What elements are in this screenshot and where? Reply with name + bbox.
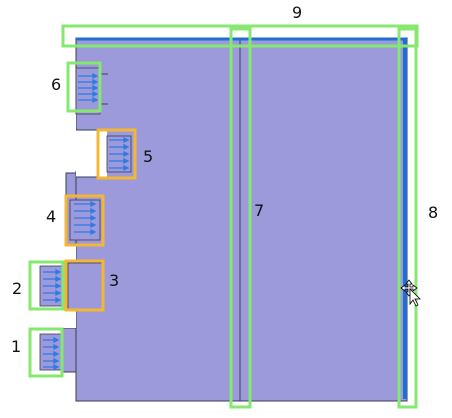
selection-box-6[interactable] [66,61,102,113]
selection-box-7[interactable] [229,27,252,409]
label-7: 7 [254,201,265,220]
face-4[interactable] [69,199,101,241]
arrows-4 [74,200,97,236]
label-9: 9 [292,3,303,22]
label-6: 6 [51,75,62,94]
label-8: 8 [428,203,439,222]
label-3: 3 [109,271,120,290]
selection-box-2[interactable] [28,260,65,311]
arrows-1 [43,336,60,371]
arrows-6 [78,72,99,104]
notch-left-lower [60,311,76,328]
label-4: 4 [46,207,57,226]
arrows-5 [109,136,130,172]
body-main-rect [75,37,408,402]
protrusion-6[interactable] [75,67,101,115]
selection-box-5[interactable] [96,128,137,180]
arrows-2 [43,268,62,304]
notch-5-fill [103,130,107,177]
label-2: 2 [12,279,23,298]
label-5: 5 [143,147,154,166]
label-1: 1 [11,337,22,356]
selection-box-3[interactable] [64,259,105,312]
selection-box-4[interactable] [64,194,105,247]
selection-box-1[interactable] [28,327,64,378]
notch-left-upper [60,114,76,171]
move-cursor-icon [400,279,421,307]
face-3[interactable] [67,262,103,310]
notch-left-middle [60,246,76,262]
selection-box-8[interactable] [397,27,418,409]
